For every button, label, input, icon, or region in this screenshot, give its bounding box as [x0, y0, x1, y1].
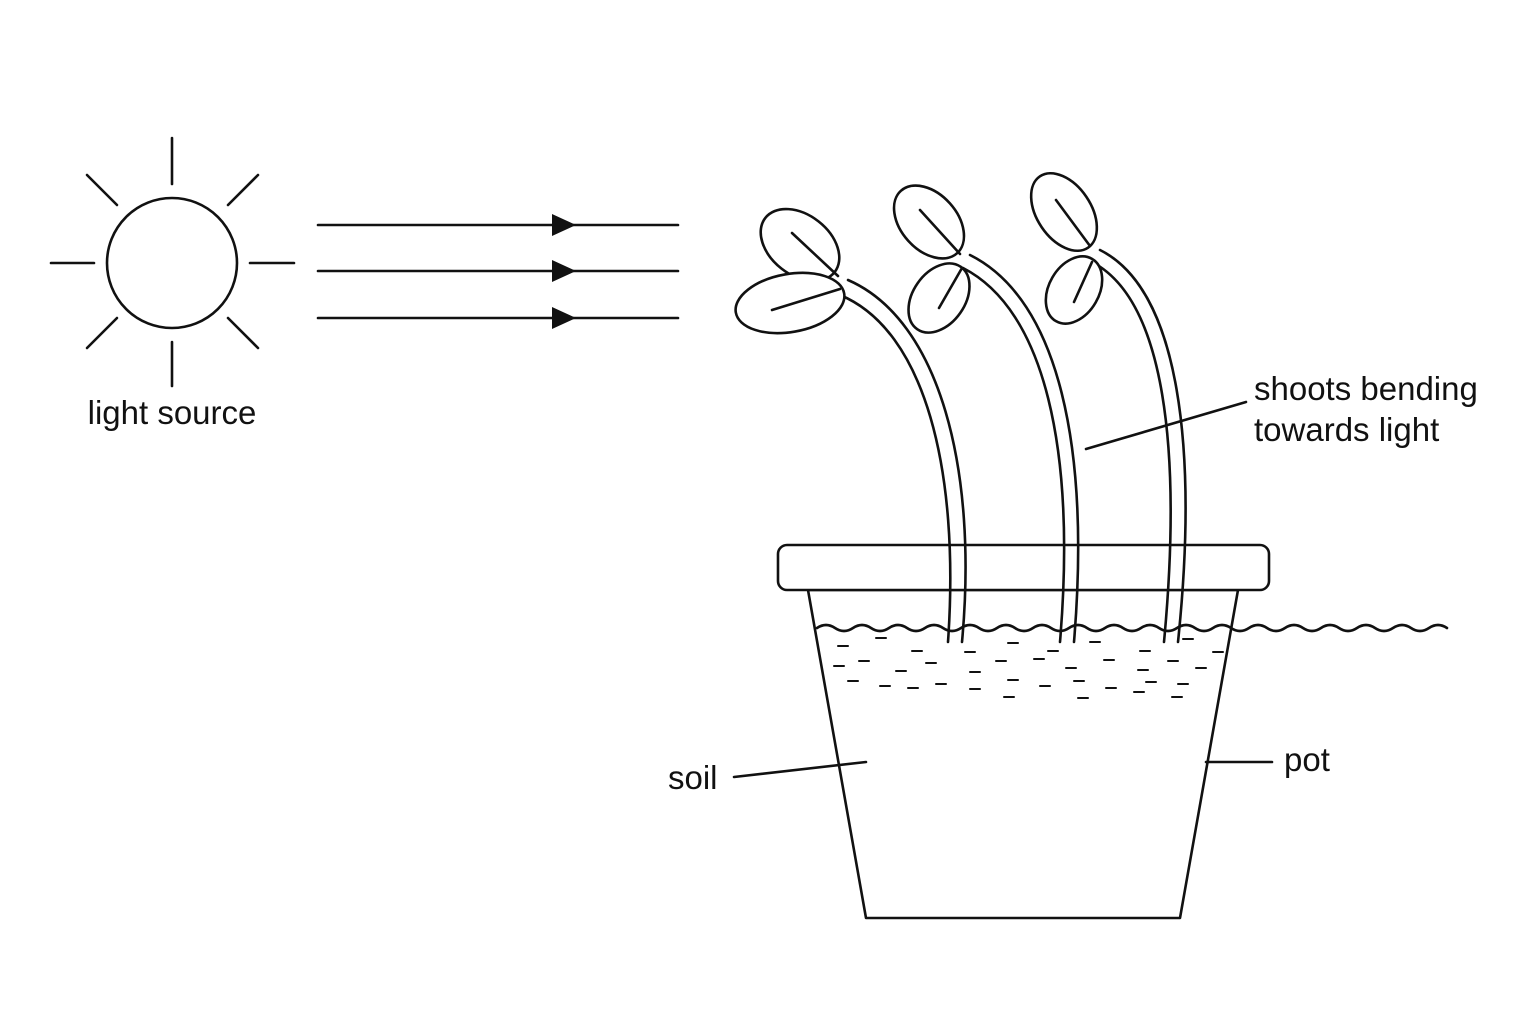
seedling-leaf [1044, 255, 1104, 325]
light-source-icon [49, 136, 296, 388]
sun-disc [105, 196, 239, 330]
soil [815, 623, 1449, 699]
sun-rays [49, 136, 296, 388]
seedling-right [1029, 171, 1187, 644]
pot-body [806, 588, 1240, 920]
shoots-label-line1: shoots bending [1254, 370, 1478, 407]
shoots-leader-line [1084, 400, 1248, 451]
pot-label: pot [1284, 741, 1330, 778]
soil-leader-line [732, 760, 868, 779]
pot-rim [776, 543, 1271, 592]
seedling-stem [1098, 248, 1187, 644]
seedling-leaf [892, 184, 966, 260]
seedling-left [734, 207, 967, 644]
seedling-leaf [734, 271, 846, 335]
light-ray-arrow [316, 307, 680, 329]
seedling-stem [968, 253, 1080, 644]
pot [776, 543, 1449, 920]
light-source-label: light source [88, 394, 257, 431]
seedling-stem [846, 278, 967, 644]
soil-surface [815, 623, 1449, 633]
seedling-stem [838, 293, 952, 644]
light-ray-arrow [316, 214, 680, 236]
soil-label: soil [668, 759, 718, 796]
soil-texture [833, 637, 1224, 699]
shoots-label-line2: towards light [1254, 411, 1439, 448]
seedling-middle [892, 184, 1080, 644]
seedling-stem [1090, 260, 1172, 644]
seedlings [734, 171, 1187, 644]
light-rays [316, 214, 680, 329]
seedling-stem [961, 266, 1066, 644]
light-ray-arrow [316, 260, 680, 282]
